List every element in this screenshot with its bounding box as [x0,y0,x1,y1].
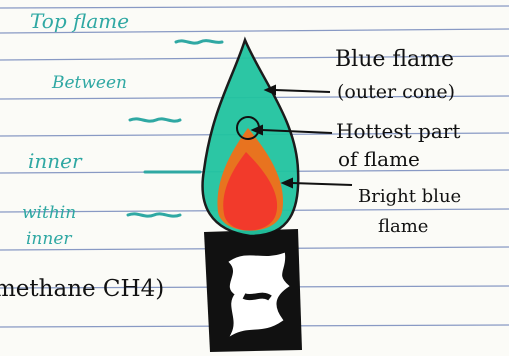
label-inner: inner [28,149,83,173]
label-of-flame: of flame [338,147,420,171]
label-within-inner: inner [26,229,72,249]
left-labels: Top flame Between inner within inner [22,9,129,249]
burner-base [204,229,302,352]
label-bright-blue: Bright blue [358,186,461,207]
label-methane: methane CH4) [0,276,164,302]
label-hottest-part: Hottest part [336,119,460,143]
label-within: within [22,203,76,223]
label-blue-flame: Blue flame [335,47,454,72]
label-between: Between [51,73,127,93]
label-outer-cone: (outer cone) [337,81,455,103]
right-labels: Blue flame (outer cone) Hottest part of … [335,47,461,237]
label-top-flame: Top flame [30,9,129,33]
label-bright-flame: flame [378,216,428,237]
